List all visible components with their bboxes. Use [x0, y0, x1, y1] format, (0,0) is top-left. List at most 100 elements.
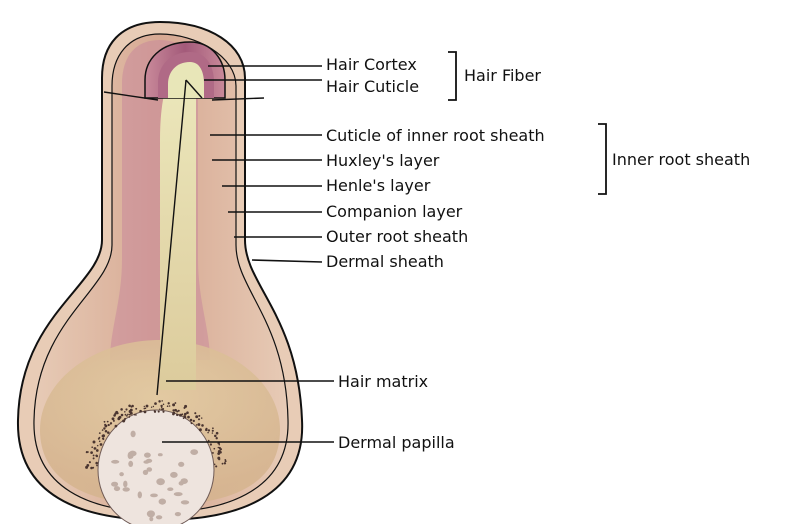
- papilla-border-dot: [198, 418, 200, 420]
- papilla-border-dot: [113, 414, 116, 417]
- papilla-border-dot: [103, 427, 105, 429]
- papilla-spot: [111, 482, 118, 487]
- papilla-spot: [123, 487, 130, 491]
- papilla-border-dot: [89, 461, 91, 463]
- papilla-border-dot: [208, 440, 210, 442]
- papilla-border-dot: [99, 432, 101, 434]
- papilla-border-dot: [213, 448, 215, 450]
- label-henle: Henle's layer: [326, 176, 431, 195]
- papilla-border-dot: [161, 400, 163, 402]
- papilla-border-dot: [169, 405, 171, 407]
- papilla-border-dot: [184, 413, 187, 416]
- bracket-inner-root-sheath: [598, 124, 606, 194]
- papilla-spot: [138, 491, 142, 498]
- label-outer-root-sheath: Outer root sheath: [326, 227, 468, 246]
- papilla-border-dot: [123, 419, 125, 421]
- papilla-spot: [119, 472, 124, 476]
- papilla-spot: [143, 460, 149, 464]
- papilla-border-dot: [129, 414, 131, 416]
- papilla-border-dot: [167, 405, 169, 407]
- label-inner-root-sheath: Inner root sheath: [612, 150, 750, 169]
- papilla-border-dot: [214, 435, 217, 438]
- papilla-border-dot: [119, 416, 122, 419]
- papilla-border-dot: [105, 430, 108, 433]
- papilla-border-dot: [120, 408, 123, 411]
- papilla-border-dot: [162, 411, 164, 413]
- label-hair-cortex: Hair Cortex: [326, 55, 417, 74]
- papilla-border-dot: [190, 419, 193, 422]
- papilla-spot: [111, 460, 119, 464]
- papilla-border-dot: [196, 424, 198, 426]
- papilla-border-dot: [217, 452, 220, 455]
- papilla-border-dot: [224, 459, 226, 461]
- papilla-border-dot: [126, 415, 128, 417]
- papilla-border-dot: [103, 438, 105, 440]
- papilla-spot: [158, 479, 162, 482]
- papilla-border-dot: [195, 415, 198, 418]
- papilla-border-dot: [220, 448, 222, 450]
- papilla-border-dot: [210, 443, 212, 445]
- papilla-border-dot: [110, 423, 112, 425]
- papilla-border-dot: [215, 465, 217, 467]
- papilla-border-dot: [216, 432, 219, 435]
- papilla-spot: [149, 517, 153, 522]
- papilla-border-dot: [107, 431, 110, 434]
- papilla-spot: [143, 470, 148, 475]
- papilla-border-dot: [128, 405, 131, 408]
- papilla-border-dot: [127, 414, 129, 416]
- papilla-border-dot: [212, 430, 214, 432]
- papilla-border-dot: [153, 406, 154, 407]
- papilla-border-dot: [90, 451, 93, 454]
- papilla-border-dot: [146, 405, 149, 408]
- papilla-border-dot: [96, 465, 98, 467]
- papilla-spot: [131, 431, 136, 438]
- papilla-border-dot: [92, 467, 94, 469]
- papilla-border-dot: [86, 451, 88, 453]
- papilla-border-dot: [139, 410, 142, 413]
- papilla-spot: [147, 510, 155, 517]
- papilla-border-dot: [154, 402, 157, 405]
- papilla-border-dot: [174, 402, 176, 404]
- papilla-spot: [179, 481, 184, 485]
- papilla-border-dot: [183, 415, 186, 418]
- papilla-spot: [144, 453, 151, 458]
- papilla-border-dot: [161, 408, 163, 410]
- papilla-border-dot: [135, 408, 137, 410]
- label-dermal-papilla: Dermal papilla: [338, 433, 455, 452]
- papilla-border-dot: [194, 412, 196, 414]
- papilla-border-dot: [208, 429, 210, 431]
- papilla-spot: [181, 500, 189, 504]
- papilla-border-dot: [95, 462, 98, 465]
- papilla-border-dot: [144, 410, 147, 413]
- papilla-border-dot: [222, 463, 224, 465]
- papilla-border-dot: [128, 416, 130, 418]
- papilla-border-dot: [91, 446, 93, 448]
- papilla-border-dot: [93, 457, 95, 459]
- papilla-border-dot: [97, 445, 99, 447]
- papilla-border-dot: [218, 458, 220, 460]
- papilla-border-dot: [160, 405, 162, 407]
- papilla-border-dot: [96, 455, 98, 457]
- papilla-border-dot: [212, 452, 214, 454]
- papilla-border-dot: [144, 406, 145, 407]
- papilla-spot: [150, 494, 158, 498]
- papilla-border-dot: [115, 411, 118, 414]
- papilla-border-dot: [197, 423, 200, 426]
- papilla-spot: [175, 512, 181, 516]
- label-hair-cuticle: Hair Cuticle: [326, 77, 419, 96]
- papilla-border-dot: [187, 416, 190, 419]
- papilla-spot: [159, 499, 166, 505]
- papilla-border-dot: [191, 422, 193, 424]
- papilla-border-dot: [172, 409, 174, 411]
- papilla-border-dot: [172, 413, 175, 416]
- papilla-border-dot: [86, 464, 89, 467]
- papilla-spot: [114, 486, 120, 491]
- papilla-border-dot: [134, 414, 136, 416]
- papilla-border-dot: [131, 406, 133, 408]
- papilla-spot: [156, 515, 162, 519]
- papilla-border-dot: [212, 427, 214, 429]
- papilla-spot: [178, 462, 184, 467]
- papilla-border-dot: [124, 411, 126, 413]
